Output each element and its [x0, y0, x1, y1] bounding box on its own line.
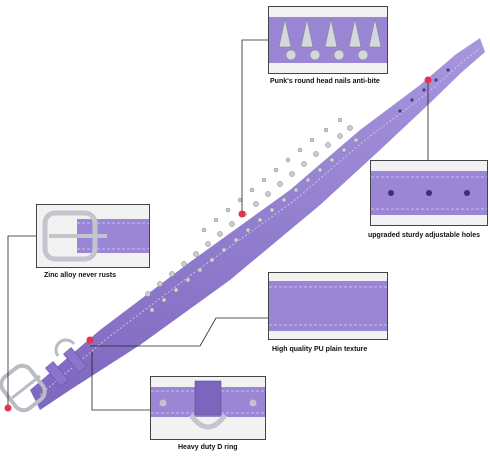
callout-holes-image: [370, 160, 488, 226]
caption-texture: High quality PU plain texture: [272, 346, 368, 353]
caption-buckle: Zinc alloy never rusts: [44, 272, 116, 279]
caption-dring: Heavy duty D ring: [178, 444, 238, 451]
d-ring: [54, 338, 76, 357]
keeper-loops: [45, 347, 87, 387]
buckle: [0, 363, 47, 413]
markers: [4, 76, 432, 412]
adjustable-holes: [398, 68, 450, 113]
callout-buckle-image: [36, 204, 150, 268]
collar-strap: [30, 38, 485, 410]
callout-spikes-image: [268, 6, 388, 74]
callout-dring-image: [150, 376, 266, 440]
caption-holes: upgraded sturdy adjustable holes: [368, 232, 481, 239]
caption-spikes: Punk's round head nails anti-bite: [270, 78, 380, 85]
callout-texture-image: [268, 272, 388, 340]
spike-studs: [145, 117, 359, 313]
